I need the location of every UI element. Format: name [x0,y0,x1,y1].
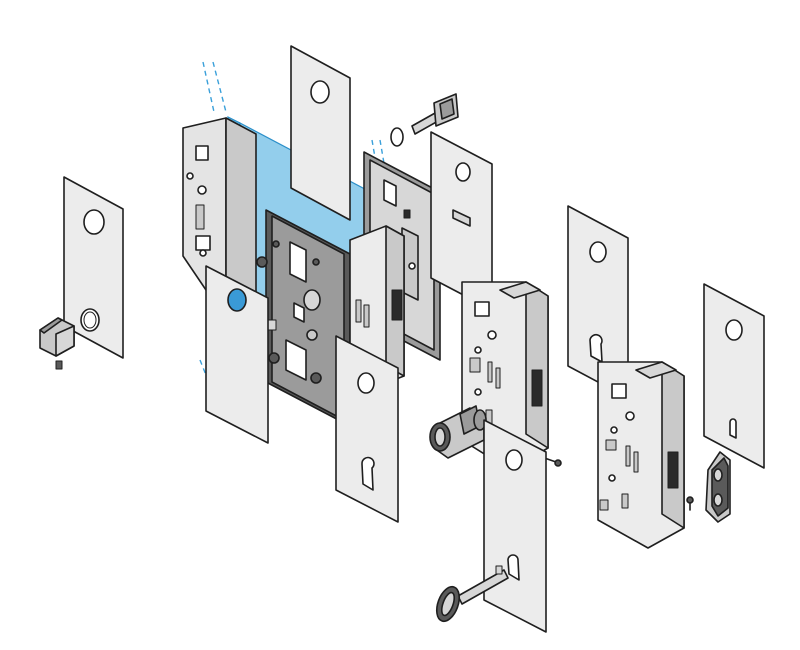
patch-lock-body [182,117,257,297]
spindle [390,93,459,147]
far-right-escutcheon [703,283,765,469]
lower-escutcheon-plate [483,419,547,633]
mid-lock-body [349,225,416,391]
front-left-escutcheon [205,265,269,444]
thumb-turn [39,317,75,370]
strike-plate [686,451,731,523]
patch-lock-frame [256,209,351,427]
key [435,565,509,623]
top-escutcheon-plate [290,45,351,221]
front-escutcheon-plate [335,335,399,523]
left-escutcheon-plate [63,176,124,359]
lock-body-right [597,361,685,549]
